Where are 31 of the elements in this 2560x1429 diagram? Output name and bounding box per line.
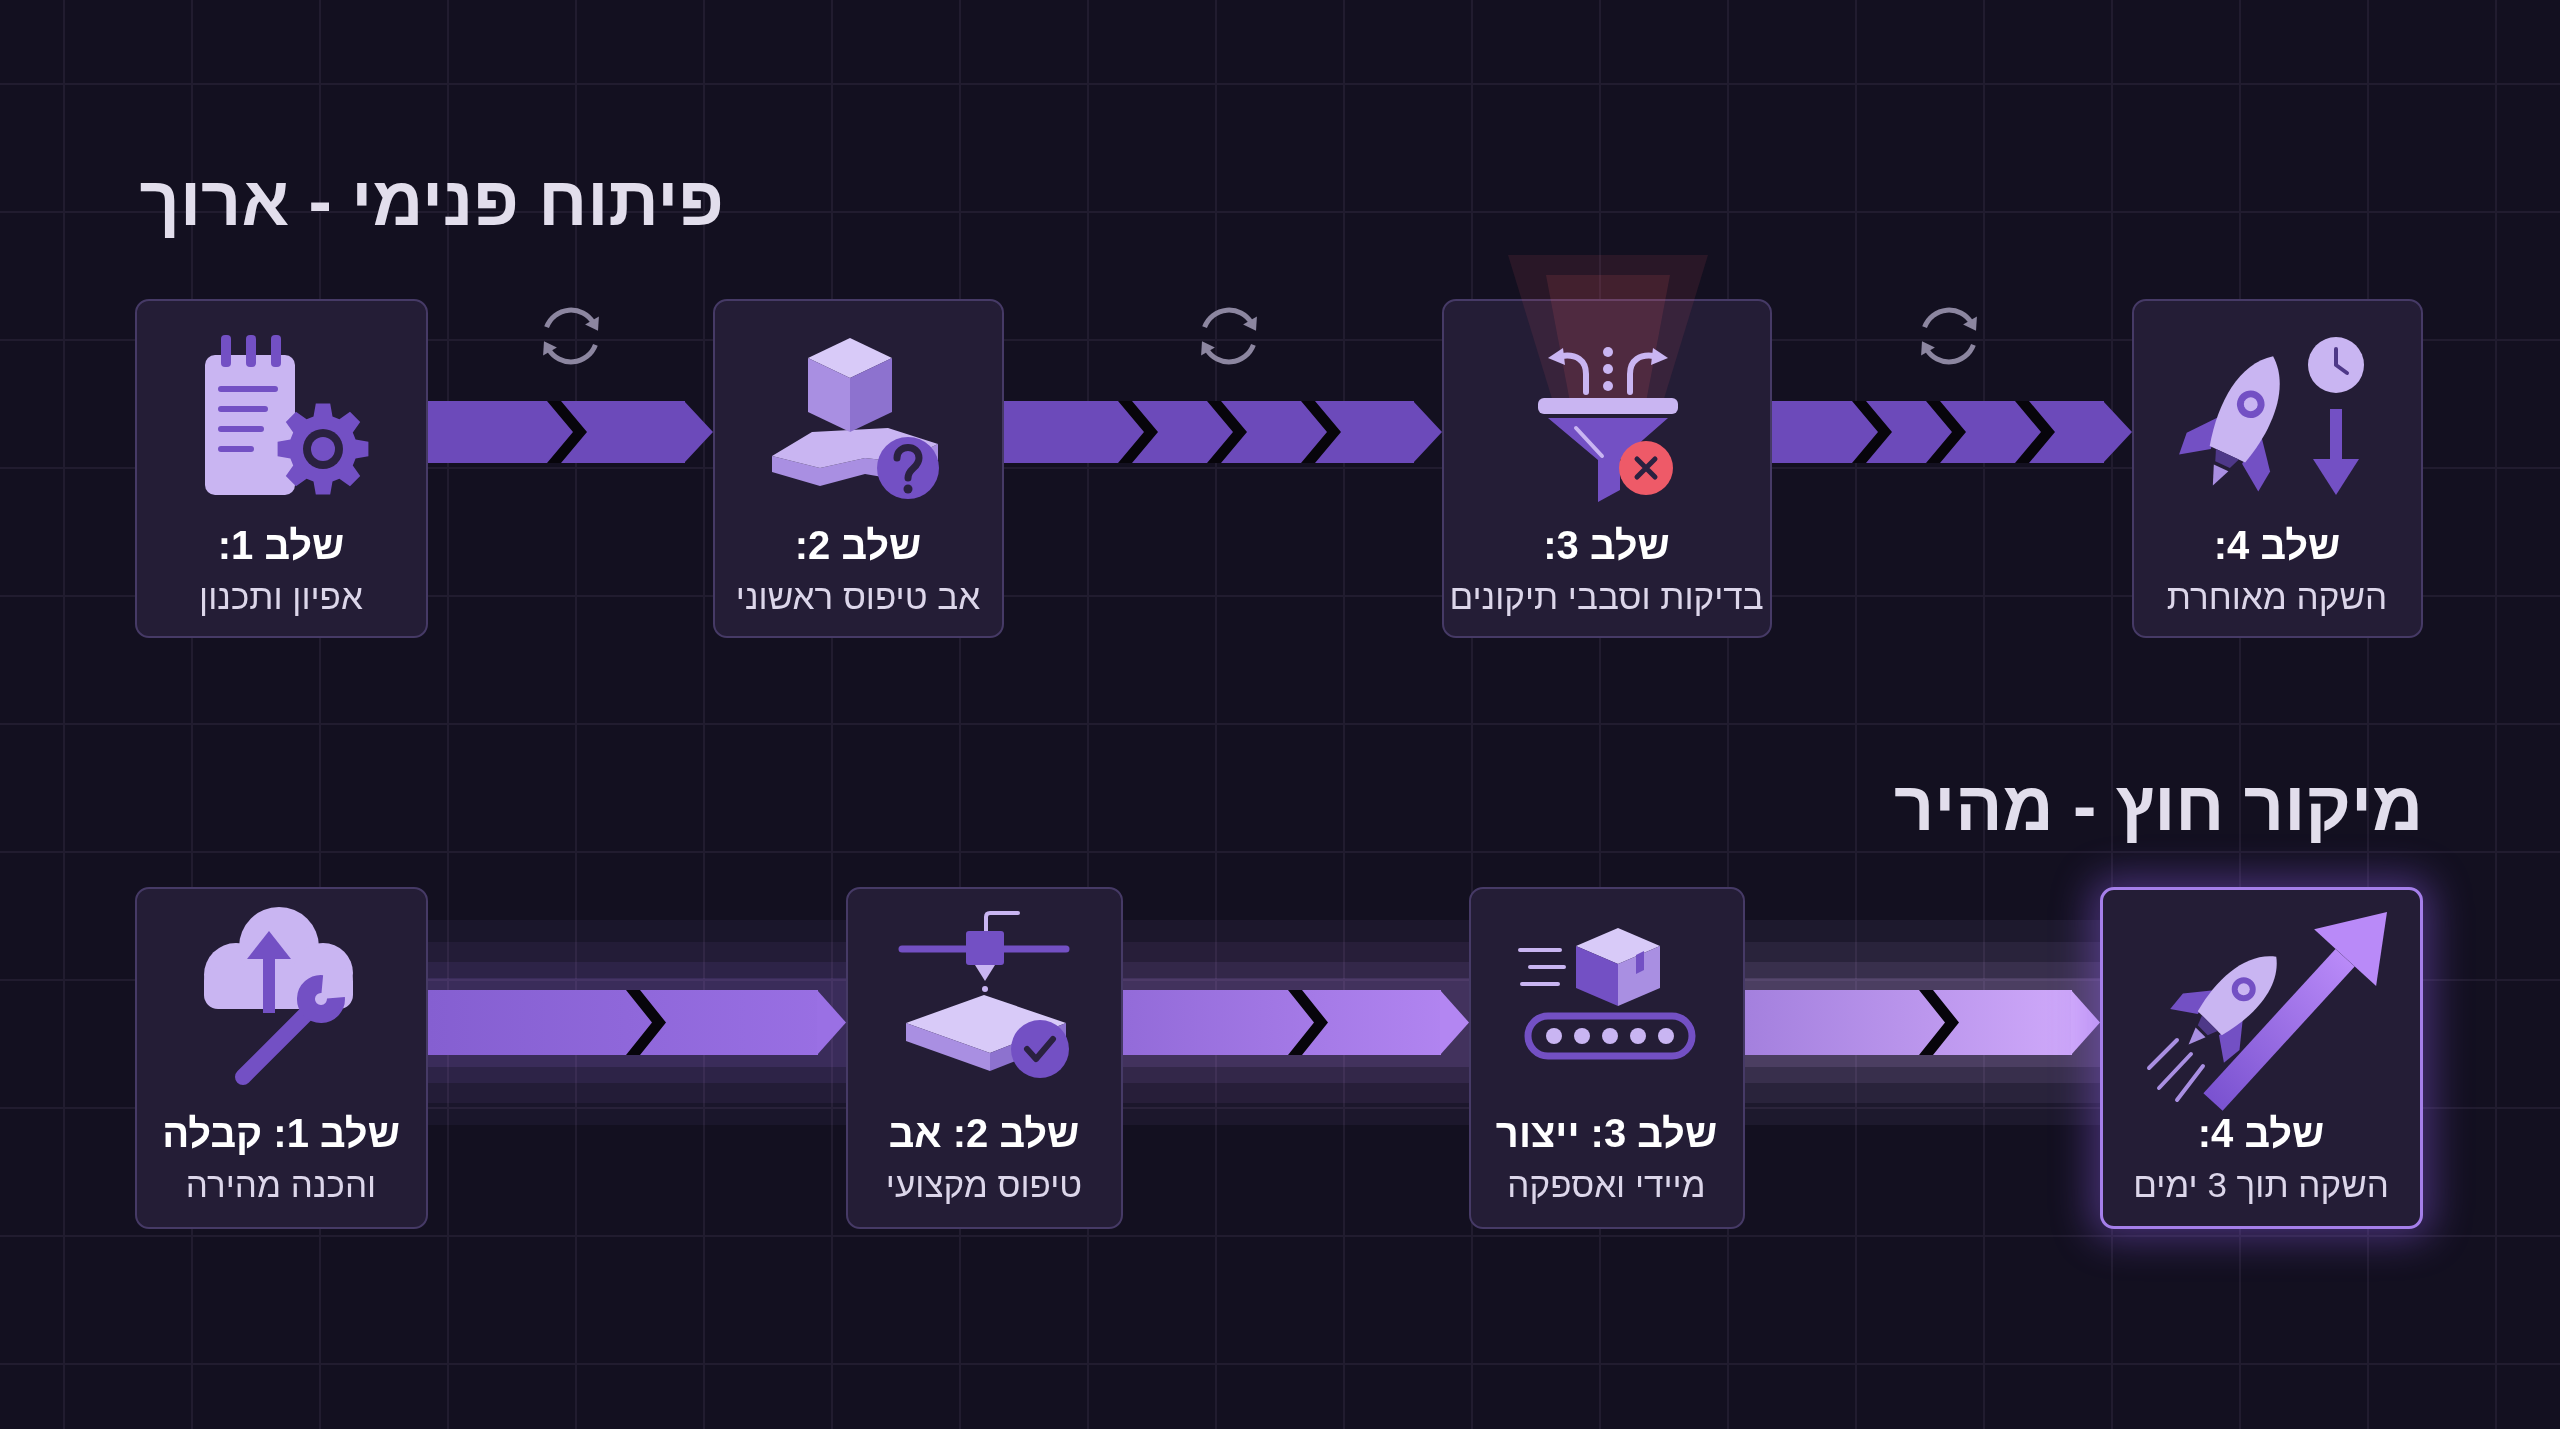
step-description: אב טיפוס ראשוני xyxy=(735,576,981,619)
step-description: השקה תוך 3 ימים xyxy=(2133,1164,2389,1207)
step-heading: שלב 3: ייצור xyxy=(1495,1109,1718,1157)
stage-card xyxy=(1469,887,1745,1229)
arrow xyxy=(1004,401,1441,463)
step-heading: שלב 2: אב xyxy=(888,1109,1080,1157)
stage-card xyxy=(135,887,428,1229)
arrow xyxy=(428,401,712,463)
step-description: מיידי ואספקה xyxy=(1507,1164,1706,1207)
step-description: השקה מאוחרת xyxy=(2166,576,2388,619)
arrow xyxy=(1745,990,2099,1055)
stage-card xyxy=(846,887,1123,1229)
section-title: מיקור חוץ - מהיר xyxy=(1893,765,2423,847)
step-heading: שלב 2: xyxy=(794,521,922,569)
step-description: אפיון ותכנון xyxy=(199,576,363,619)
step-heading: שלב 4: xyxy=(2213,521,2341,569)
step-description: טיפוס מקצועי xyxy=(885,1164,1083,1207)
step-heading: שלב 1: xyxy=(217,521,345,569)
stage-card xyxy=(135,299,428,638)
step-heading: שלב 3: xyxy=(1543,521,1670,569)
stage-card xyxy=(2100,887,2423,1229)
step-heading: שלב 4: xyxy=(2197,1109,2325,1157)
stage-card xyxy=(713,299,1004,638)
step-heading: שלב 1: קבלה xyxy=(162,1109,400,1157)
arrow xyxy=(1772,401,2131,463)
step-description: בדיקות וסבבי תיקונים xyxy=(1449,576,1764,619)
step-description: והכנה מהירה xyxy=(185,1164,377,1207)
stage-card xyxy=(2132,299,2423,638)
arrow xyxy=(428,990,845,1055)
arrow xyxy=(1123,990,1468,1055)
section-title: פיתוח פנימי - ארוך xyxy=(139,160,724,242)
